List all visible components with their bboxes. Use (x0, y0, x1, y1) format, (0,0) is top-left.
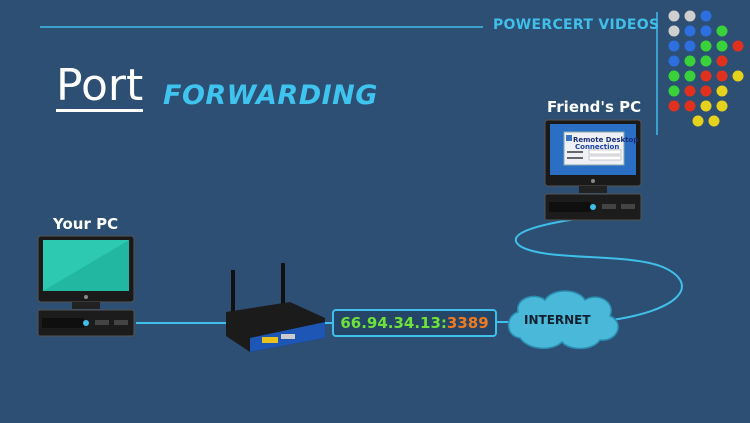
brand-name: POWERCERT VIDEOS (493, 17, 660, 33)
logo-dot (700, 85, 712, 97)
logo-dot (700, 10, 712, 22)
logo-dot (700, 100, 712, 112)
logo-dot (716, 55, 728, 67)
port-number: 3389 (446, 314, 489, 332)
logo-dot (732, 70, 744, 82)
logo-dot (668, 10, 680, 22)
logo-dot (716, 100, 728, 112)
logo-dot (700, 25, 712, 37)
friends-pc (544, 119, 642, 221)
logo-dot (668, 85, 680, 97)
power-light (83, 320, 89, 326)
logo-dot (668, 55, 680, 67)
internet-cloud (507, 290, 619, 350)
your-pc-label: Your PC (53, 215, 119, 233)
friends-pc-label: Friend's PC (547, 98, 642, 116)
ip-port-box: 66.94.34.13:3389 (332, 309, 497, 337)
logo-dot (684, 85, 696, 97)
logo-dot (684, 25, 696, 37)
logo-dot (692, 115, 704, 127)
logo-dot (684, 100, 696, 112)
power-light (590, 204, 596, 210)
title-port: Port (56, 60, 144, 112)
logo-dot (700, 70, 712, 82)
logo-dot (700, 40, 712, 52)
logo-dot (716, 85, 728, 97)
logo-dot (668, 70, 680, 82)
logo-dot (732, 40, 744, 52)
wireless-router (226, 263, 325, 352)
logo-dot (668, 40, 680, 52)
logo-dot (716, 40, 728, 52)
your-pc (37, 235, 135, 337)
ip-port-separator: : (440, 314, 447, 332)
internet-label: INTERNET (524, 313, 591, 327)
logo-dot (684, 10, 696, 22)
remote-desktop-title-line2: Connection (575, 143, 620, 151)
logo-dot (684, 70, 696, 82)
logo-dot (716, 25, 728, 37)
logo-dot (668, 100, 680, 112)
ip-address: 66.94.34.13 (340, 314, 441, 332)
logo-dot (684, 55, 696, 67)
remote-desktop-title-line1: Remote Desktop (573, 136, 639, 144)
logo-dot (684, 40, 696, 52)
logo-dot (668, 25, 680, 37)
logo-dot (708, 115, 720, 127)
powercert-dots-logo (668, 10, 744, 127)
logo-dot (716, 70, 728, 82)
logo-dot (700, 55, 712, 67)
title-forwarding: FORWARDING (163, 80, 378, 111)
cable-internet-friend (514, 216, 683, 321)
